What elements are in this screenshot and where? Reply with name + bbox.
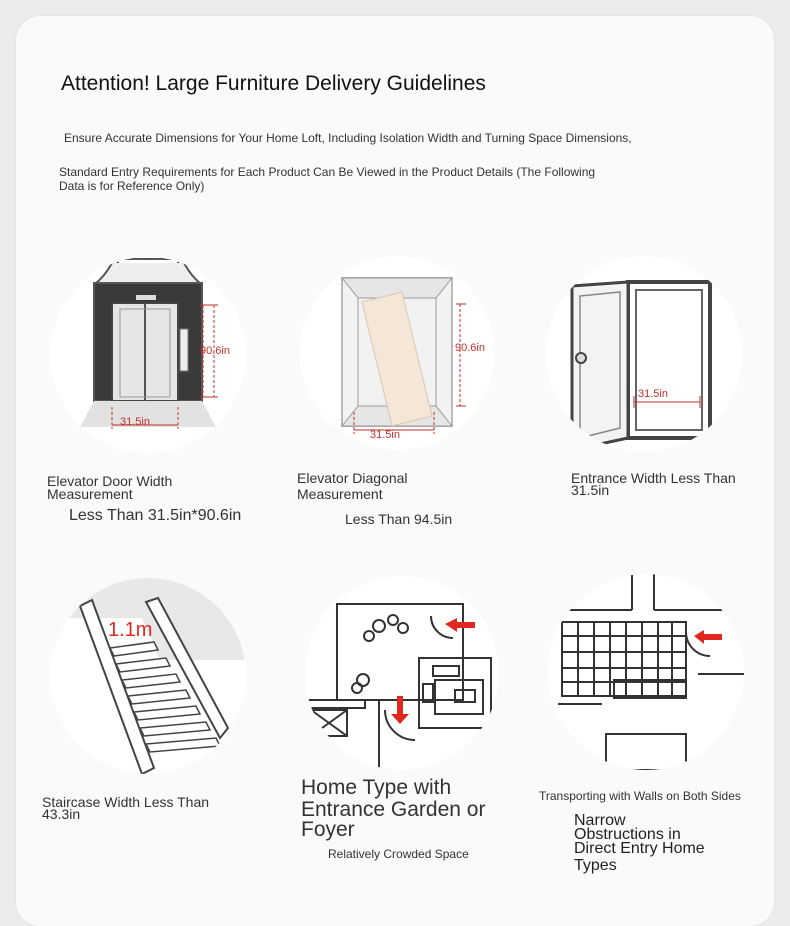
reference-note-line1: Standard Entry Requirements for Each Pro… bbox=[59, 165, 596, 179]
staircase-icon: 1.1m bbox=[50, 578, 246, 774]
staircase-width-label: 1.1m bbox=[108, 619, 152, 641]
floor-plan-label-line3: Foyer bbox=[301, 818, 355, 841]
diagonal-width-label: 31.5in bbox=[370, 429, 400, 441]
corridor-label-line1: Narrow bbox=[574, 812, 626, 829]
floor-plan-icon bbox=[305, 576, 499, 770]
floor-plan-label-line2: Entrance Garden or bbox=[301, 798, 486, 821]
elevator-door-icon: 90.6in 31.5in bbox=[50, 257, 246, 453]
content-card bbox=[16, 16, 774, 926]
elevator-width-label: 31.5in bbox=[120, 416, 150, 428]
elevator-diagonal-requirement: Less Than 94.5in bbox=[345, 511, 453, 527]
elevator-door-label-line2: Measurement bbox=[47, 486, 133, 502]
reference-note-line2: Data is for Reference Only) bbox=[59, 179, 205, 193]
corridor-walls-icon bbox=[548, 574, 744, 770]
intro-note: Ensure Accurate Dimensions for Your Home… bbox=[64, 131, 632, 145]
elevator-door-label-line1: Elevator Door Width bbox=[47, 473, 173, 489]
floor-plan-caption: Relatively Crowded Space bbox=[328, 847, 469, 861]
diagonal-height-label: 90.6in bbox=[455, 342, 485, 354]
entrance-label-line2: 31.5in bbox=[571, 482, 610, 498]
staircase-label-line1: Staircase Width Less Than bbox=[42, 794, 210, 810]
entrance-door-icon: 31.5in bbox=[546, 256, 742, 452]
entrance-label-line1: Entrance Width Less Than bbox=[571, 470, 736, 486]
corridor-label-line3: Direct Entry Home bbox=[574, 840, 705, 857]
entrance-width-label: 31.5in bbox=[638, 388, 668, 400]
elevator-height-label: 90.6in bbox=[200, 345, 230, 357]
page-title: Attention! Large Furniture Delivery Guid… bbox=[61, 72, 486, 95]
elevator-diagonal-label-line1: Elevator Diagonal bbox=[297, 470, 408, 486]
floor-plan-label-line1: Home Type with bbox=[301, 776, 452, 799]
corridor-label-line4: Types bbox=[574, 857, 617, 874]
staircase-label-line2: 43.3in bbox=[42, 806, 81, 822]
elevator-door-requirement: Less Than 31.5in*90.6in bbox=[69, 507, 242, 524]
corridor-label-line2: Obstructions in bbox=[574, 826, 681, 843]
corridor-caption: Transporting with Walls on Both Sides bbox=[539, 789, 741, 803]
elevator-diagonal-label-line2: Measurement bbox=[297, 486, 383, 502]
elevator-diagonal-icon: 90.6in 31.5in bbox=[300, 256, 494, 450]
